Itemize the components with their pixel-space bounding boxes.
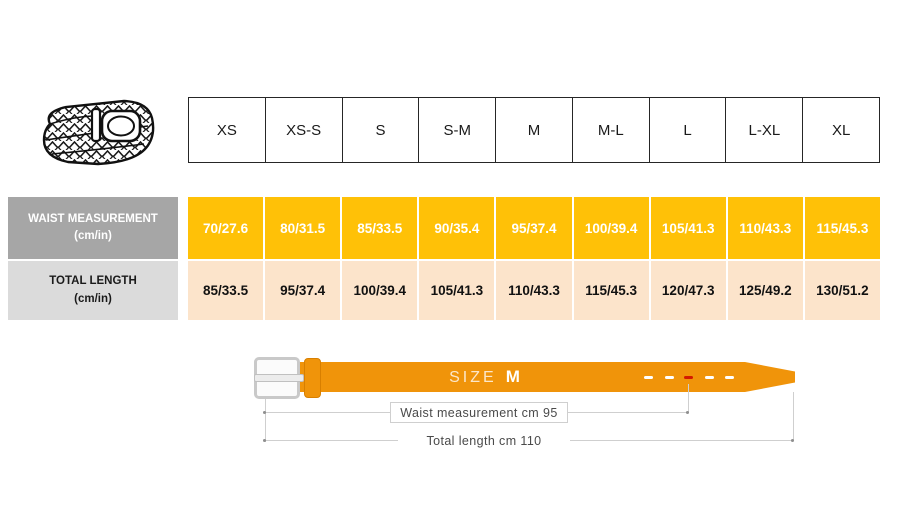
waist-values-row: 70/27.6 80/31.5 85/33.5 90/35.4 95/37.4 … [188, 197, 880, 259]
size-column-header: S [341, 97, 420, 163]
tip-guide-line [793, 392, 794, 440]
waist-dimension-label: Waist measurement cm 95 [390, 402, 568, 423]
waist-value-cell: 110/43.3 [727, 197, 803, 259]
waist-row-label: WAIST MEASUREMENT (cm/in) [8, 197, 178, 259]
size-column-header: L-XL [725, 97, 804, 163]
waist-value-cell: 90/35.4 [419, 197, 495, 259]
length-values-row: 85/33.5 95/37.4 100/39.4 105/41.3 110/43… [188, 261, 880, 320]
size-column-header: S-M [418, 97, 497, 163]
waist-value-cell: 95/37.4 [496, 197, 572, 259]
belt-hole [725, 376, 734, 379]
belt-buckle [254, 357, 304, 399]
waist-hole-guide-line [688, 384, 689, 412]
belt-hole [644, 376, 653, 379]
length-value-cell: 115/45.3 [573, 261, 649, 320]
waist-value-cell: 105/41.3 [650, 197, 726, 259]
waist-value-cell: 85/33.5 [342, 197, 418, 259]
dimension-dot [263, 439, 266, 442]
waist-value-cell: 80/31.5 [265, 197, 341, 259]
buckle-prong [254, 374, 304, 382]
length-value-cell: 130/51.2 [804, 261, 880, 320]
length-value-cell: 120/47.3 [650, 261, 726, 320]
length-value-cell: 100/39.4 [342, 261, 418, 320]
length-value-cell: 105/41.3 [419, 261, 495, 320]
waist-value-cell: 115/45.3 [804, 197, 880, 259]
braided-belt-icon [42, 99, 155, 166]
dimension-dot [263, 411, 266, 414]
size-column-header: L [648, 97, 727, 163]
belt-size-text: SIZE M [420, 363, 550, 391]
buckle-guide-line [265, 398, 266, 442]
length-row-label-text: TOTAL LENGTH [49, 275, 137, 288]
size-word: SIZE [449, 369, 497, 386]
belt-strap [298, 362, 795, 392]
belt-hole-selected [684, 376, 693, 379]
length-value-cell: 110/43.3 [496, 261, 572, 320]
waist-value-cell: 100/39.4 [573, 197, 649, 259]
waist-row-unit: (cm/in) [74, 230, 112, 242]
length-value-cell: 85/33.5 [188, 261, 264, 320]
size-value: M [505, 367, 521, 386]
size-column-header: XS-S [264, 97, 343, 163]
size-column-header: XS [188, 97, 266, 163]
waist-row-label-text: WAIST MEASUREMENT [28, 212, 158, 225]
size-header-row: XS XS-S S S-M M M-L L L-XL XL [188, 97, 881, 163]
dimension-dot [791, 439, 794, 442]
length-row-label: TOTAL LENGTH (cm/in) [8, 261, 178, 320]
belt-keeper-loop [304, 358, 321, 398]
length-value-cell: 95/37.4 [265, 261, 341, 320]
total-dimension-label: Total length cm 110 [398, 431, 570, 450]
belt-hole [705, 376, 714, 379]
belt-hole [665, 376, 674, 379]
size-column-header: M-L [571, 97, 650, 163]
size-column-header: M [495, 97, 573, 163]
length-value-cell: 125/49.2 [727, 261, 803, 320]
size-column-header: XL [802, 97, 881, 163]
length-row-unit: (cm/in) [74, 292, 112, 305]
dimension-dot [686, 411, 689, 414]
waist-value-cell: 70/27.6 [188, 197, 264, 259]
